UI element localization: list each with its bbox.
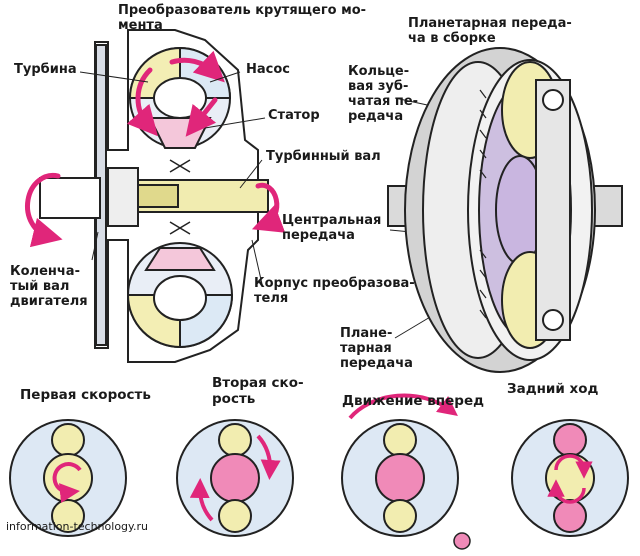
planet-bottom [553,499,587,533]
pump-flow-arrow [169,50,225,83]
crankshaft-stub [39,177,101,219]
turbine-label: Турбина [14,62,77,77]
first-sun-arrow [52,462,82,503]
mode-label-reverse: Задний ход [507,381,599,397]
planet-top [218,423,252,457]
sun [43,453,93,503]
planetary-gearset [387,47,623,373]
ring-gear-teeth [479,89,487,319]
turbine-flow-arrow [126,67,158,137]
stator-flow-arrow [185,97,218,137]
planet-carrier [535,79,571,341]
mode-disk-reverse [511,419,629,537]
planet-gear-label: Плане- тарная передача [340,326,413,371]
planetary-title: Планетарная переда- ча в сборке [408,16,572,46]
sun [545,453,595,503]
torque-converter-title: Преобразователь крутящего мо- мента [118,3,367,33]
mode-label-forward: Движение вперед [342,393,485,409]
lower-core [153,275,207,321]
mode-label-first: Первая скорость [20,387,151,403]
second-ring-arrow [256,434,281,480]
planet-top [383,423,417,457]
shaft-rotation-arrow [251,182,286,233]
torque-converter [39,29,269,363]
crankshaft-rotation-arrow [25,172,63,248]
pump-label: Насос [246,62,290,77]
planet-top [51,423,85,457]
planet-top [553,423,587,457]
carrier-pin-top [542,89,564,111]
stator-label: Статор [268,108,320,123]
hub [107,167,139,227]
stator-support [169,159,191,235]
watermark: information-technology.ru [6,520,148,533]
housing-label: Корпус преобразова- теля [254,276,415,306]
converter-flow-arrows [25,50,286,248]
carrier-pin-bottom [542,309,564,331]
planet-bottom [383,499,417,533]
upper-core [153,77,207,119]
second-ring-arrow-b [189,478,214,522]
mode-disk-second [176,419,294,537]
stator-lower [144,247,216,271]
planet-bottom [218,499,252,533]
forward-arrow [348,393,458,420]
shaft-spline [137,184,179,208]
turbine-shaft-label: Турбинный вал [266,149,381,164]
crankshaft-label: Коленча- тый вал двигателя [10,264,88,309]
sun [375,453,425,503]
ring-gear-label: Кольце- вая зуб- чатая пе- редача [348,64,419,124]
reverse-arrow-b [547,479,586,504]
mode-disk-forward [341,419,459,537]
forward-dot [453,532,471,550]
sun [210,453,260,503]
mode-disk-first [9,419,127,537]
reverse-arrow-a [554,454,593,479]
mode-label-second: Вторая ско- рость [212,375,304,407]
sun-gear-label: Центральная передача [282,213,382,243]
